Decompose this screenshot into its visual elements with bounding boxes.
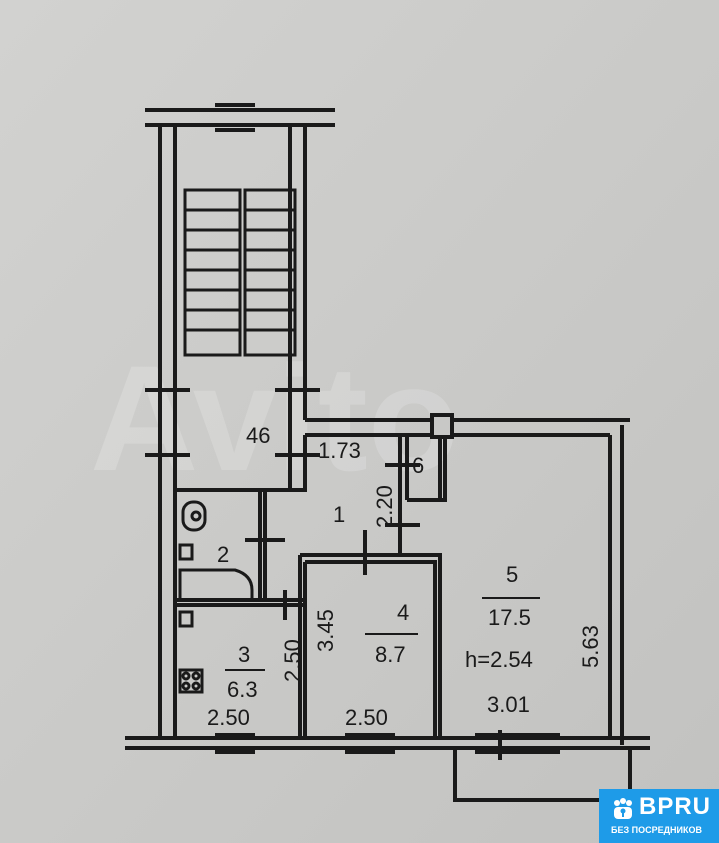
room5-number: 5 bbox=[506, 562, 518, 587]
hall-width: 1.73 bbox=[318, 438, 361, 463]
fixtures bbox=[178, 500, 254, 694]
closet-length: 2.20 bbox=[372, 485, 397, 528]
hall-number: 1 bbox=[333, 502, 345, 527]
sink-icon bbox=[178, 543, 194, 561]
kitchen-area: 6.3 bbox=[227, 677, 258, 702]
bpru-badge: BPRU БЕЗ ПОСРЕДНИКОВ bbox=[599, 789, 719, 843]
kitchen-length: 2.50 bbox=[280, 639, 305, 682]
room5-area: 17.5 bbox=[488, 605, 531, 630]
people-icon bbox=[614, 798, 632, 819]
kitchen-width: 2.50 bbox=[207, 705, 250, 730]
room5-length: 5.63 bbox=[578, 625, 603, 668]
room4-length: 3.45 bbox=[313, 609, 338, 652]
room5-height: h=2.54 bbox=[465, 647, 533, 672]
room4-number: 4 bbox=[397, 600, 409, 625]
room5-width: 3.01 bbox=[487, 692, 530, 717]
closet-number: 6 bbox=[412, 453, 424, 478]
room4-width: 2.50 bbox=[345, 705, 388, 730]
room4-area: 8.7 bbox=[375, 642, 406, 667]
bathtub-icon bbox=[178, 568, 254, 602]
stairwell-number: 46 bbox=[246, 423, 270, 448]
badge-subtitle: БЕЗ ПОСРЕДНИКОВ bbox=[611, 825, 702, 835]
bathroom-number: 2 bbox=[217, 542, 229, 567]
walls bbox=[125, 103, 650, 802]
badge-title: BPRU bbox=[639, 793, 712, 820]
toilet-icon bbox=[181, 500, 207, 532]
stairs bbox=[183, 188, 297, 357]
labels: 46 1.73 6 2.20 1 2 5 17.5 h=2.54 5.63 3.… bbox=[207, 423, 603, 730]
kitchen-sink-icon bbox=[178, 610, 194, 628]
stove-icon bbox=[178, 668, 204, 694]
kitchen-number: 3 bbox=[238, 642, 250, 667]
